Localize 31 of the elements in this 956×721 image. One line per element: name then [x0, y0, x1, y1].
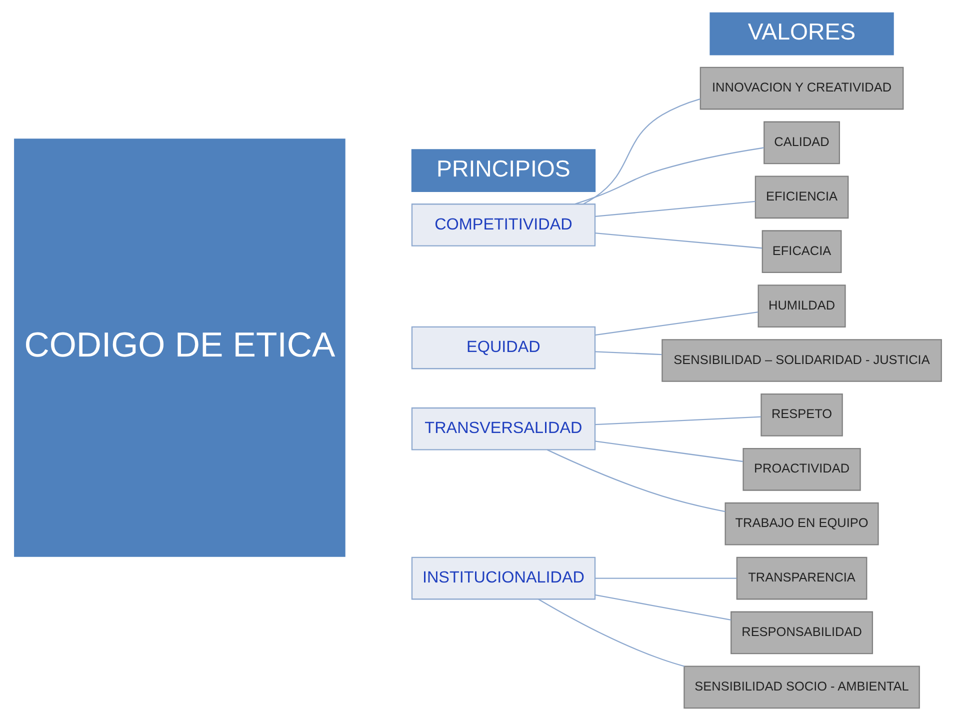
node-box: HUMILDAD	[758, 284, 846, 328]
node-box: VALORES	[710, 12, 894, 56]
node-box: PROACTIVIDAD	[742, 448, 861, 491]
node-box: TRABAJO EN EQUIPO	[724, 502, 879, 546]
connector	[546, 449, 726, 512]
node-box: COMPETITIVIDAD	[411, 204, 596, 246]
node-box: INSTITUCIONALIDAD	[411, 556, 596, 600]
node-box: TRANSPARENCIA	[736, 556, 868, 600]
connector	[595, 578, 737, 579]
node-box: EQUIDAD	[411, 326, 596, 370]
node-box: RESPONSABILIDAD	[730, 611, 874, 654]
connector	[574, 147, 764, 205]
connector	[595, 232, 762, 249]
node-box: SENSIBILIDAD SOCIO - AMBIENTAL	[684, 666, 920, 709]
connector	[583, 98, 701, 204]
connector	[538, 598, 685, 667]
node-box: RESPETO	[760, 394, 843, 436]
connector	[594, 594, 732, 620]
node-box: PRINCIPIOS	[411, 149, 596, 192]
connector	[594, 311, 758, 336]
node-box: CALIDAD	[764, 121, 840, 164]
node-box: CODIGO DE ETICA	[14, 138, 346, 557]
node-box: SENSIBILIDAD – SOLIDARIDAD - JUSTICIA	[662, 339, 942, 382]
node-box: EFICIENCIA	[754, 176, 849, 219]
connector	[595, 351, 662, 356]
connector	[595, 416, 761, 426]
node-box: TRANSVERSALIDAD	[411, 407, 596, 450]
connector	[595, 200, 756, 218]
connector	[594, 440, 743, 462]
node-box: EFICACIA	[762, 230, 842, 274]
node-box: INNOVACION Y CREATIVIDAD	[700, 66, 904, 110]
